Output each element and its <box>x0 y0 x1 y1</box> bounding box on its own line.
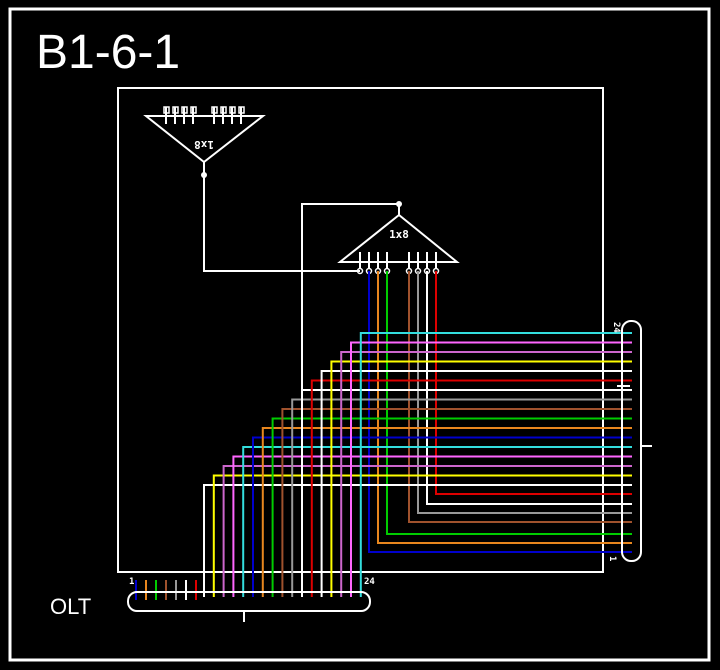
splitter-fiber-5 <box>417 271 632 514</box>
olt-fiber-17 <box>359 332 632 597</box>
olt-fiber-2 <box>212 474 632 597</box>
olt-fiber-16 <box>350 341 632 597</box>
olt-fiber-3 <box>222 465 632 597</box>
splitter-fiber-6 <box>426 271 632 505</box>
top-splitter-label: 1x8 <box>194 138 214 151</box>
splitter-fiber-1 <box>368 271 632 553</box>
splitter-fiber-7 <box>435 271 632 495</box>
main-splitter-label: 1x8 <box>389 228 409 241</box>
olt-fiber-12 <box>310 379 632 597</box>
right-port-first: 1 <box>607 556 617 561</box>
splitter-fiber-2 <box>377 271 632 544</box>
olt-fiber-4 <box>232 455 632 597</box>
fiber-bundle <box>135 271 632 600</box>
diagram-title: B1-6-1 <box>36 26 180 79</box>
olt-fiber-1 <box>203 484 632 597</box>
olt-port-last: 24 <box>364 577 375 587</box>
olt-connector: 1 24 <box>127 577 375 622</box>
olt-fiber-14 <box>330 360 632 597</box>
olt-port-first: 1 <box>129 577 134 587</box>
right-port-last: 24 <box>611 322 621 333</box>
olt-fiber-7 <box>261 427 632 597</box>
olt-fiber-15 <box>340 351 632 597</box>
splitter-fiber-4 <box>408 271 632 523</box>
right-connector: 24 1 <box>607 320 652 562</box>
main-splitter: 1x8 <box>337 201 460 275</box>
olt-fiber-9 <box>281 408 632 597</box>
olt-fiber-8 <box>271 417 632 597</box>
olt-label: OLT <box>50 594 91 619</box>
outer-frame <box>8 7 711 662</box>
olt-fiber-10 <box>291 398 632 597</box>
olt-fiber-6 <box>252 436 632 597</box>
splitter-fiber-3 <box>386 271 632 535</box>
top-splitter: 1x8 <box>143 106 266 178</box>
olt-fiber-5 <box>242 446 632 597</box>
olt-fiber-11 <box>301 389 632 597</box>
olt-fiber-13 <box>320 370 632 597</box>
